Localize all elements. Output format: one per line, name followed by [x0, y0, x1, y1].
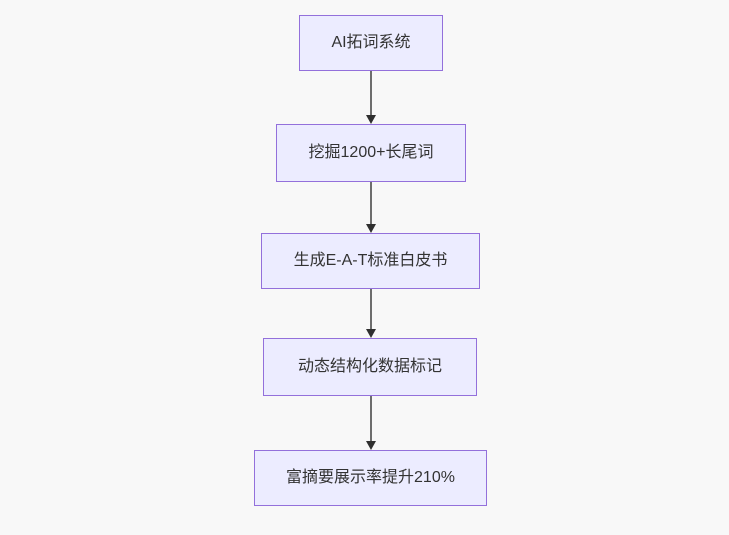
flow-arrow-3 — [365, 289, 376, 338]
flow-node-label: 动态结构化数据标记 — [297, 358, 442, 375]
flow-node-eat-whitepaper: 生成E-A-T标准白皮书 — [261, 233, 480, 289]
arrowhead-down-icon — [365, 224, 376, 233]
arrow-line — [369, 289, 372, 330]
flow-arrow-1 — [365, 71, 376, 124]
flow-node-longtail-mining: 挖掘1200+长尾词 — [276, 124, 466, 182]
arrow-line — [369, 396, 372, 442]
arrowhead-down-icon — [365, 115, 376, 124]
arrow-line — [369, 182, 372, 225]
flow-node-label: AI拓词系统 — [331, 34, 411, 51]
flow-arrow-4 — [365, 396, 376, 450]
flow-node-rich-snippet-uplift: 富摘要展示率提升210% — [254, 450, 487, 506]
arrow-line — [369, 71, 372, 116]
flow-node-structured-data-markup: 动态结构化数据标记 — [263, 338, 477, 396]
flow-node-label: 富摘要展示率提升210% — [286, 469, 455, 486]
flow-node-ai-keyword-system: AI拓词系统 — [299, 15, 443, 71]
flow-arrow-2 — [365, 182, 376, 233]
arrowhead-down-icon — [365, 441, 376, 450]
flow-node-label: 挖掘1200+长尾词 — [308, 144, 434, 161]
flow-node-label: 生成E-A-T标准白皮书 — [293, 252, 448, 269]
arrowhead-down-icon — [365, 329, 376, 338]
